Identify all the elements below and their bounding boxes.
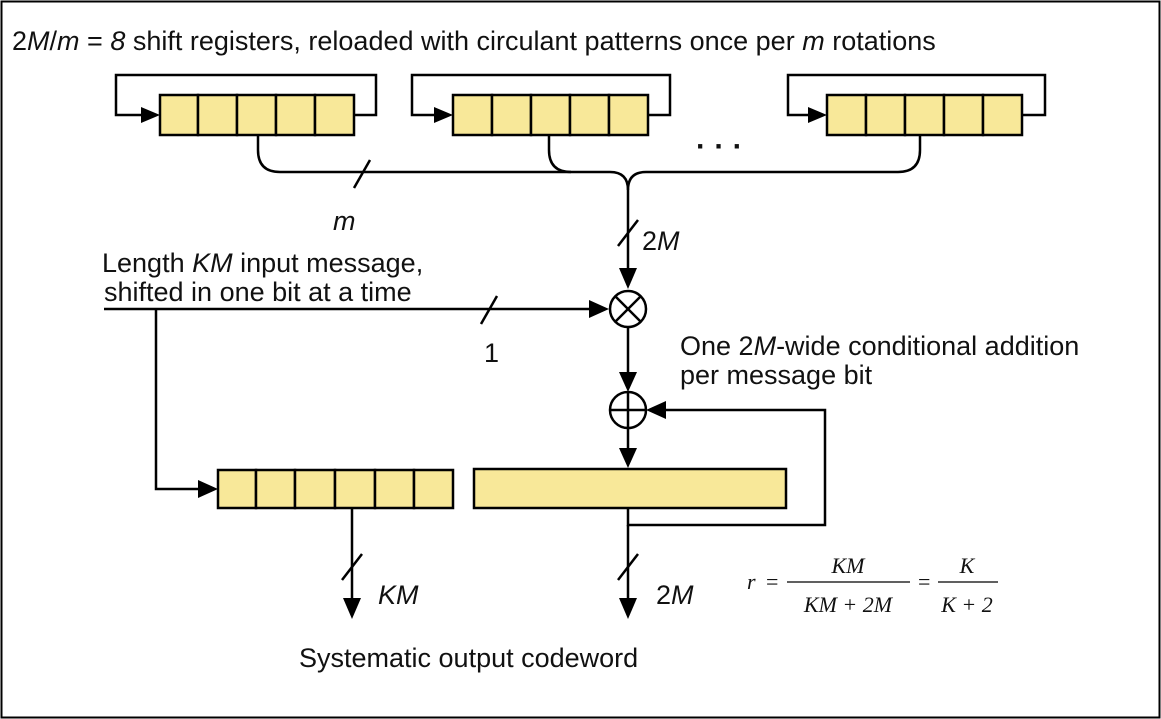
circled-times-icon: [608, 289, 648, 329]
arrow-to-multiplier-input: [589, 300, 609, 318]
shift-register-1: [114, 73, 378, 137]
feedback-arrow-3: [808, 107, 827, 123]
output-2m-arrow: [619, 598, 637, 619]
arrow-to-adder: [619, 372, 637, 392]
shift-register-3: [786, 73, 1047, 137]
formula-num2: K: [959, 553, 976, 578]
formula-num1: KM: [831, 553, 867, 578]
output-km-label: KM: [378, 580, 419, 610]
input-label-line2: shifted in one bit at a time: [104, 277, 412, 307]
accumulator-register: [472, 467, 788, 510]
output-km-arrow: [343, 598, 361, 619]
shift-register-2: [410, 73, 672, 137]
feedback-loop-1: [114, 73, 378, 117]
systematic-register: [216, 468, 455, 510]
bus-2m-slash: [617, 219, 639, 247]
input-to-register-line: [154, 309, 200, 491]
register-bus: [256, 135, 922, 191]
arrow-feedback-to-adder: [646, 401, 666, 419]
arrow-to-multiplier: [619, 268, 637, 289]
output-2m-label: 2M: [656, 580, 694, 610]
bus-1-label: 1: [484, 338, 499, 368]
formula-den2: K + 2: [940, 592, 993, 617]
accumulator-feedback: [626, 408, 827, 527]
feedback-loop-2: [410, 73, 672, 117]
bus-1-slash: [479, 295, 499, 325]
formula-eq1: =: [766, 569, 778, 594]
rate-formula: r = KM KM + 2M = K K + 2: [747, 553, 998, 617]
output-km-slash: [341, 553, 363, 581]
arrow-to-accumulator: [619, 448, 637, 468]
feedback-arrow-2: [434, 107, 453, 123]
output-2m-slash: [617, 553, 639, 581]
addition-label-line1: One 2M-wide conditional addition: [680, 331, 1079, 361]
arrow-to-systematic-register: [198, 480, 218, 498]
feedback-arrow-1: [141, 107, 160, 123]
formula-den1: KM + 2M: [803, 592, 894, 617]
addition-label-line2: per message bit: [680, 360, 873, 390]
bus-m-slash: [352, 159, 372, 189]
ellipsis: · · ·: [696, 130, 743, 163]
formula-r: r: [747, 569, 756, 594]
bus-2m-label: 2M: [642, 226, 680, 256]
output-caption: Systematic output codeword: [299, 643, 638, 673]
input-label-line1: Length KM input message,: [102, 248, 423, 278]
bus-m-label: m: [333, 206, 356, 236]
circled-plus-icon: [608, 390, 648, 430]
feedback-loop-3: [786, 73, 1047, 117]
formula-eq2: =: [918, 569, 930, 594]
title: 2M/m = 8 shift registers, reloaded with …: [12, 26, 936, 56]
